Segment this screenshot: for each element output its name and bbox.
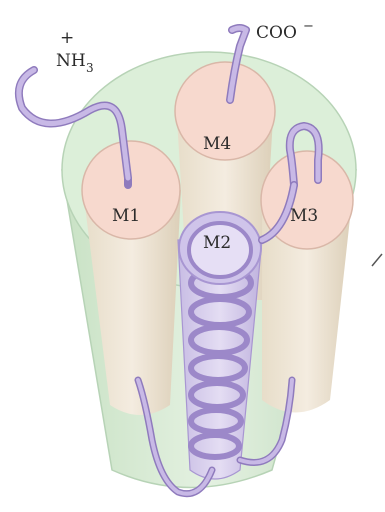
helix-m3-label: M3 [290, 206, 318, 226]
helix-m2-label: M2 [203, 233, 231, 253]
c-terminus-charge: − [303, 19, 314, 34]
c-terminus-text: COO [256, 23, 297, 43]
helix-m4-label: M4 [203, 134, 231, 154]
edge-mark [372, 254, 382, 266]
n-terminus-subscript: 3 [86, 61, 94, 75]
c-terminus-label: COO − [256, 19, 314, 43]
n-terminus-text: NH [56, 51, 86, 71]
helix-m1-label: M1 [112, 206, 140, 226]
n-terminus-charge: + [60, 28, 74, 48]
n-terminus-label: + NH 3 [56, 28, 94, 75]
